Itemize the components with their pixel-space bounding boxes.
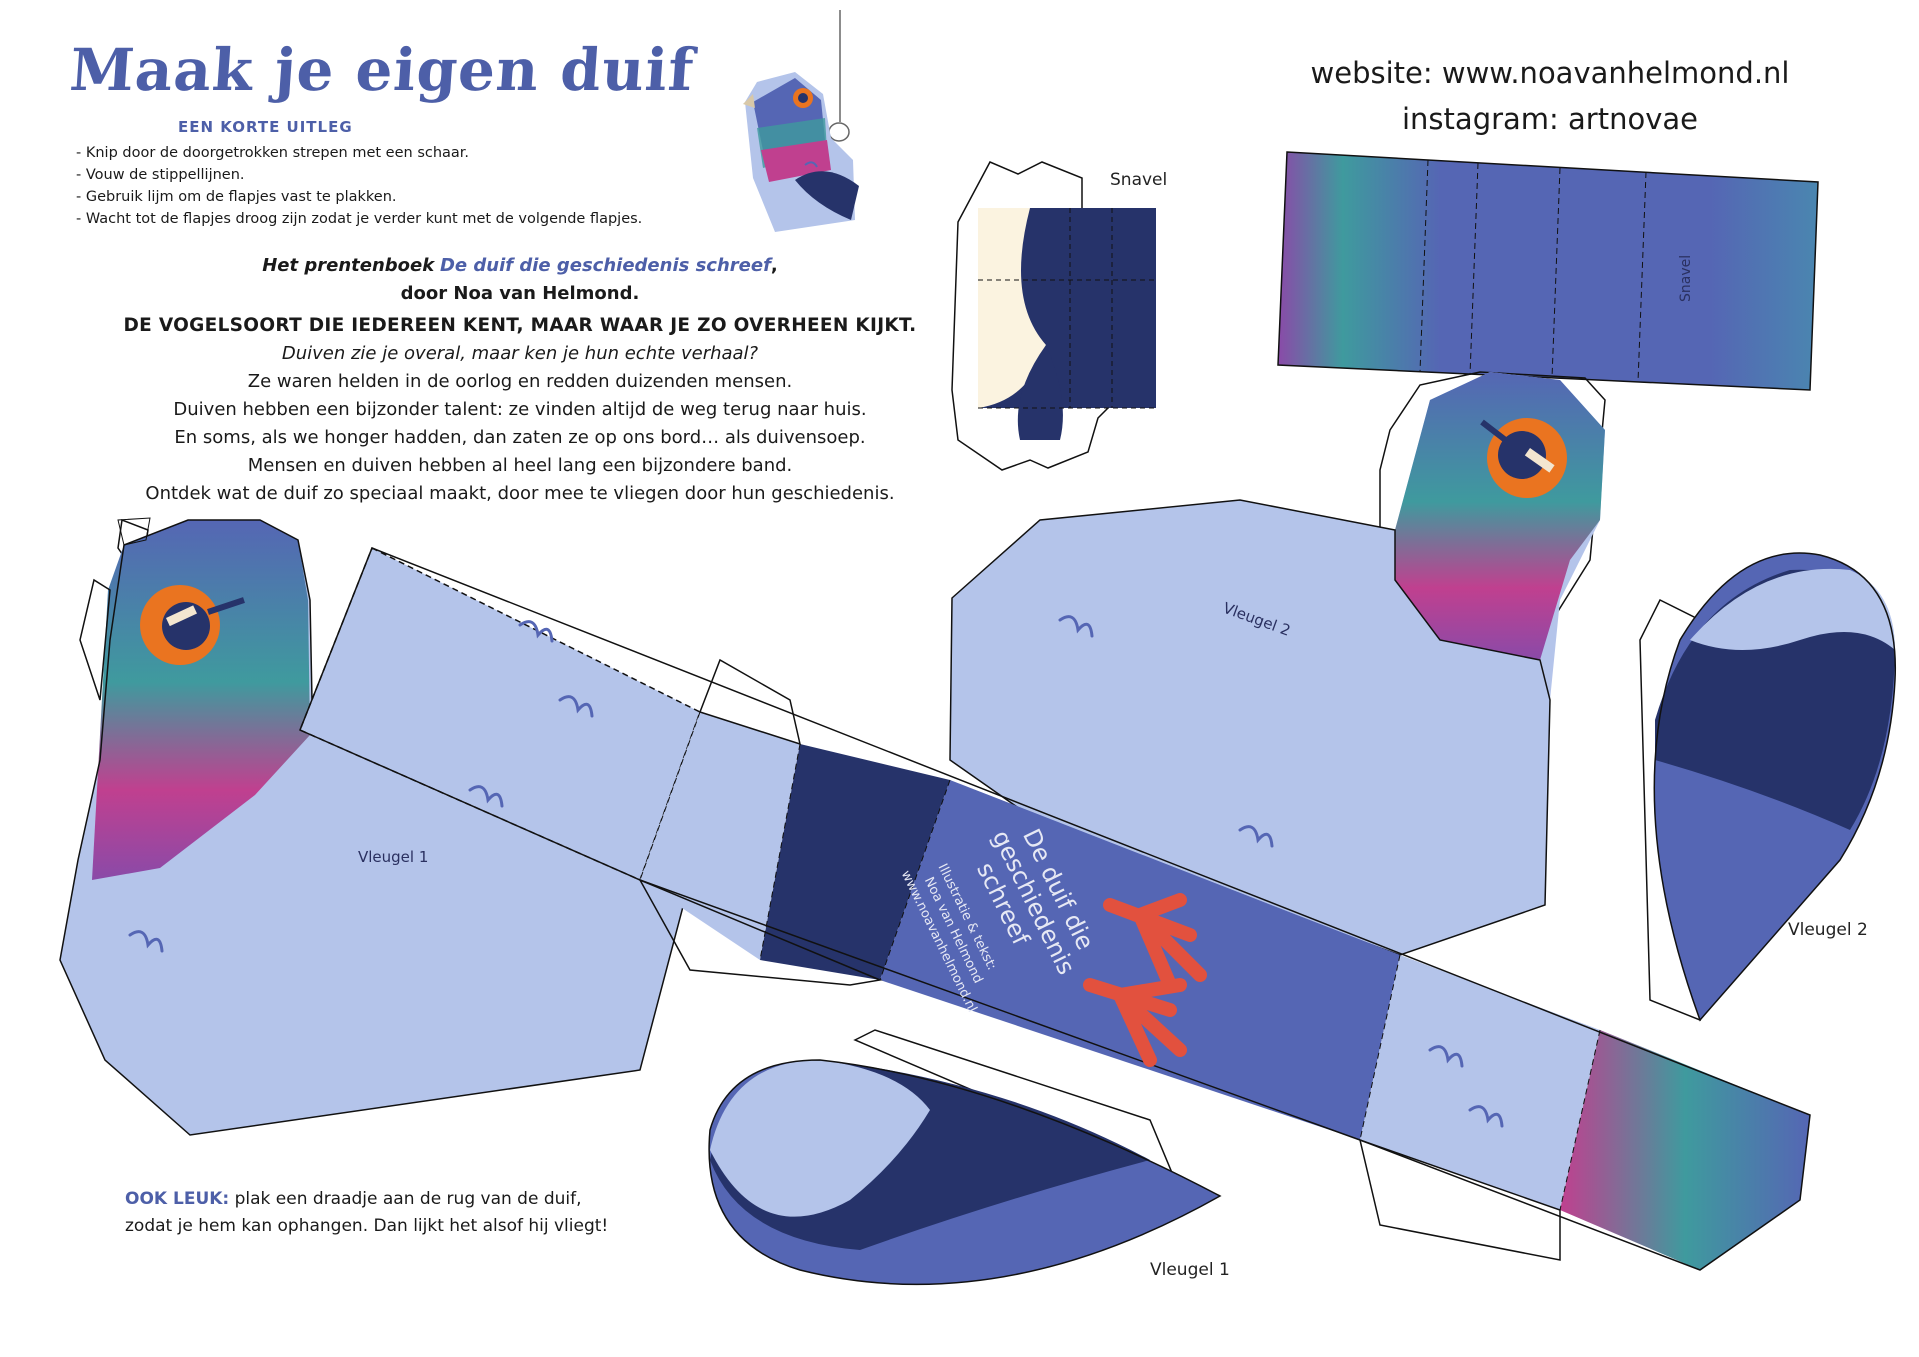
extra-tip-line: zodat je hem kan ophangen. Dan lijkt het…	[125, 1216, 609, 1236]
instruction-step: Gebruik lijm om de flapjes vast te plakk…	[76, 186, 642, 208]
book-line: Mensen en duiven hebben al heel lang een…	[247, 455, 793, 476]
instruction-step: Wacht tot de flapjes droog zijn zodat je…	[76, 208, 642, 230]
contact-info: website: www.noavanhelmond.nl instagram:…	[1290, 50, 1810, 142]
comma: ,	[770, 255, 778, 276]
book-headline: DE VOGELSOORT DIE IEDEREEN KENT, MAAR WA…	[123, 315, 917, 336]
book-title-link: De duif die geschiedenis schreef	[439, 255, 771, 276]
instructions-list: Knip door de doorgetrokken strepen met e…	[76, 142, 642, 230]
central-band	[299, 546, 1811, 1271]
book-intro: Het prentenboek	[262, 255, 435, 276]
instructions-subtitle: EEN KORTE UITLEG	[178, 118, 353, 136]
snavel-piece	[951, 161, 1156, 471]
instruction-step: Vouw de stippellijnen.	[76, 164, 642, 186]
book-tagline: Duiven zie je overal, maar ken je hun ec…	[281, 343, 759, 364]
instagram-text: instagram: artnovae	[1402, 102, 1698, 136]
feather-mark-icon	[128, 615, 1504, 1128]
book-line: Ze waren helden in de oorlog en redden d…	[247, 371, 793, 392]
book-line: Ontdek wat de duif zo speciaal maakt, do…	[145, 483, 895, 504]
label-vleugel2-wing: Vleugel 2	[1788, 920, 1868, 940]
vleugel1-body-piece	[59, 517, 691, 1136]
label-vleugel1-body: Vleugel 1	[358, 848, 428, 866]
label-snavel: Snavel	[1110, 170, 1167, 190]
hanging-pigeon-illustration	[743, 10, 859, 232]
instruction-step: Knip door de doorgetrokken strepen met e…	[76, 142, 642, 164]
vleugel1-wing-piece	[708, 1029, 1222, 1286]
pigeon-feet-icon	[1083, 893, 1207, 1067]
book-line: Duiven hebben een bijzonder talent: ze v…	[173, 399, 867, 420]
label-vleugel1-wing: Vleugel 1	[1150, 1260, 1230, 1280]
book-author: door Noa van Helmond.	[400, 283, 640, 304]
website-text: website: www.noavanhelmond.nl	[1310, 56, 1790, 90]
vleugel2-wing-piece	[1639, 552, 1897, 1022]
extra-tip: OOK LEUK: plak een draadje aan de rug va…	[125, 1186, 608, 1240]
extra-tip-line: plak een draadje aan de rug van de duif,	[229, 1189, 582, 1209]
snavel-strip	[1277, 151, 1819, 391]
label-snavel-strip: Snavel	[1678, 255, 1694, 302]
book-line: En soms, als we honger hadden, dan zaten…	[174, 427, 866, 448]
extra-tip-label: OOK LEUK:	[125, 1189, 230, 1209]
book-description: Het prentenboek De duif die geschiedenis…	[90, 252, 950, 508]
